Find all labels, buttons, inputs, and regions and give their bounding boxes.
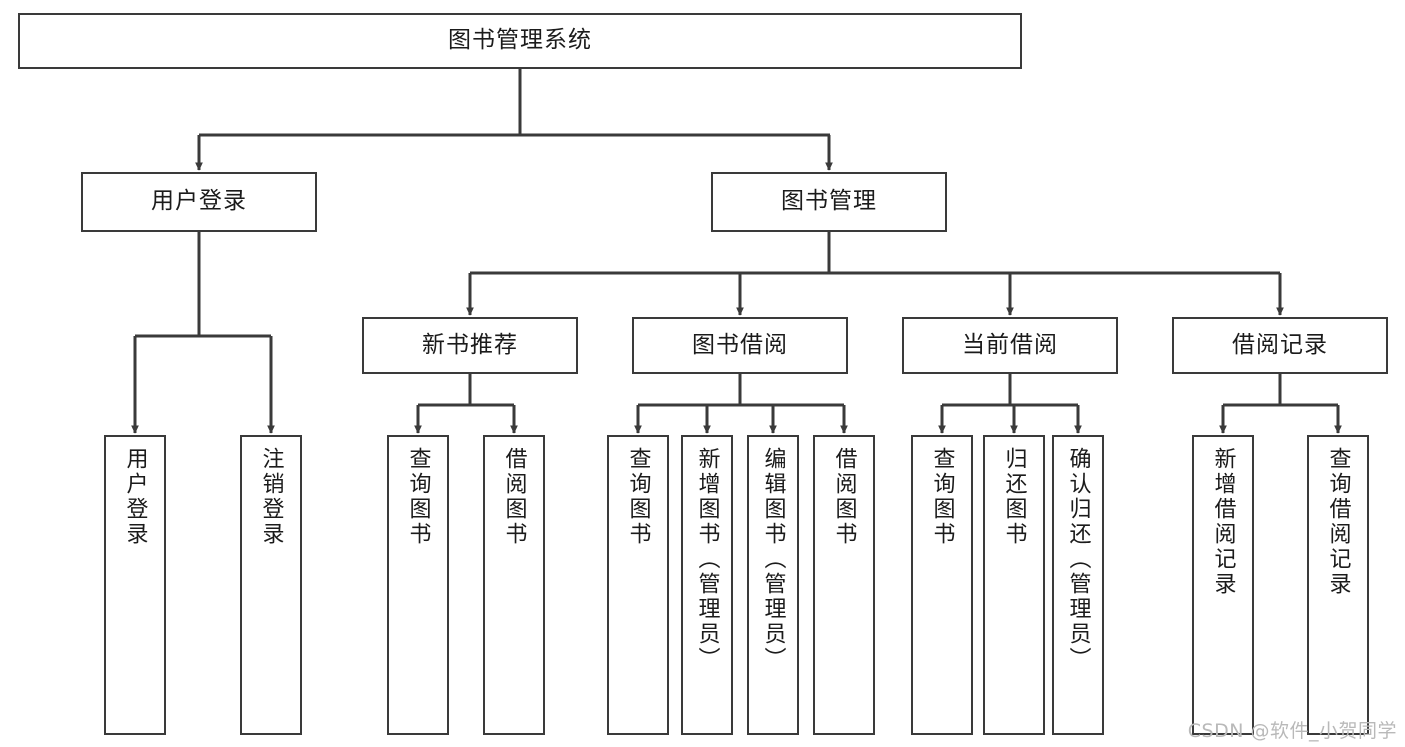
- node-leaf-confirm-return-admin[interactable]: 确认归还（管理员）: [1052, 435, 1104, 735]
- node-leaf-borrow-book-2[interactable]: 借阅图书: [813, 435, 875, 735]
- node-leaf-add-book-admin-label: 新增图书（管理员）: [694, 447, 720, 672]
- node-leaf-edit-book-admin[interactable]: 编辑图书（管理员）: [747, 435, 799, 735]
- node-leaf-add-borrow-record[interactable]: 新增借阅记录: [1192, 435, 1254, 735]
- node-leaf-borrow-book-2-label: 借阅图书: [831, 447, 857, 547]
- node-root-label: 图书管理系统: [448, 27, 592, 54]
- node-book-borrow[interactable]: 图书借阅: [632, 317, 848, 374]
- node-leaf-borrow-book-1-label: 借阅图书: [501, 447, 527, 547]
- node-leaf-query-book-1[interactable]: 查询图书: [387, 435, 449, 735]
- node-book-borrow-label: 图书借阅: [692, 331, 788, 358]
- node-new-book-recommend-label: 新书推荐: [422, 331, 518, 358]
- node-borrow-record-label: 借阅记录: [1232, 331, 1328, 358]
- node-leaf-query-book-2[interactable]: 查询图书: [607, 435, 669, 735]
- node-leaf-query-book-3-label: 查询图书: [929, 447, 955, 547]
- node-user-login[interactable]: 用户登录: [81, 172, 317, 232]
- node-leaf-query-book-2-label: 查询图书: [625, 447, 651, 547]
- node-root[interactable]: 图书管理系统: [18, 13, 1022, 69]
- node-leaf-return-book[interactable]: 归还图书: [983, 435, 1045, 735]
- node-current-borrow-label: 当前借阅: [962, 331, 1058, 358]
- node-leaf-query-book-3[interactable]: 查询图书: [911, 435, 973, 735]
- node-leaf-query-borrow-record-label: 查询借阅记录: [1325, 447, 1351, 597]
- node-leaf-return-book-label: 归还图书: [1001, 447, 1027, 547]
- node-new-book-recommend[interactable]: 新书推荐: [362, 317, 578, 374]
- node-leaf-user-logout-label: 注销登录: [258, 447, 284, 547]
- node-leaf-user-logout[interactable]: 注销登录: [240, 435, 302, 735]
- node-borrow-record[interactable]: 借阅记录: [1172, 317, 1388, 374]
- node-user-login-label: 用户登录: [151, 188, 247, 215]
- node-leaf-confirm-return-admin-label: 确认归还（管理员）: [1065, 447, 1091, 672]
- node-leaf-edit-book-admin-label: 编辑图书（管理员）: [760, 447, 786, 672]
- node-leaf-user-login[interactable]: 用户登录: [104, 435, 166, 735]
- node-book-manage-label: 图书管理: [781, 188, 877, 215]
- node-current-borrow[interactable]: 当前借阅: [902, 317, 1118, 374]
- node-leaf-user-login-label: 用户登录: [122, 447, 148, 547]
- node-leaf-query-borrow-record[interactable]: 查询借阅记录: [1307, 435, 1369, 735]
- node-leaf-add-borrow-record-label: 新增借阅记录: [1210, 447, 1236, 597]
- node-leaf-borrow-book-1[interactable]: 借阅图书: [483, 435, 545, 735]
- node-leaf-query-book-1-label: 查询图书: [405, 447, 431, 547]
- node-leaf-add-book-admin[interactable]: 新增图书（管理员）: [681, 435, 733, 735]
- node-book-manage[interactable]: 图书管理: [711, 172, 947, 232]
